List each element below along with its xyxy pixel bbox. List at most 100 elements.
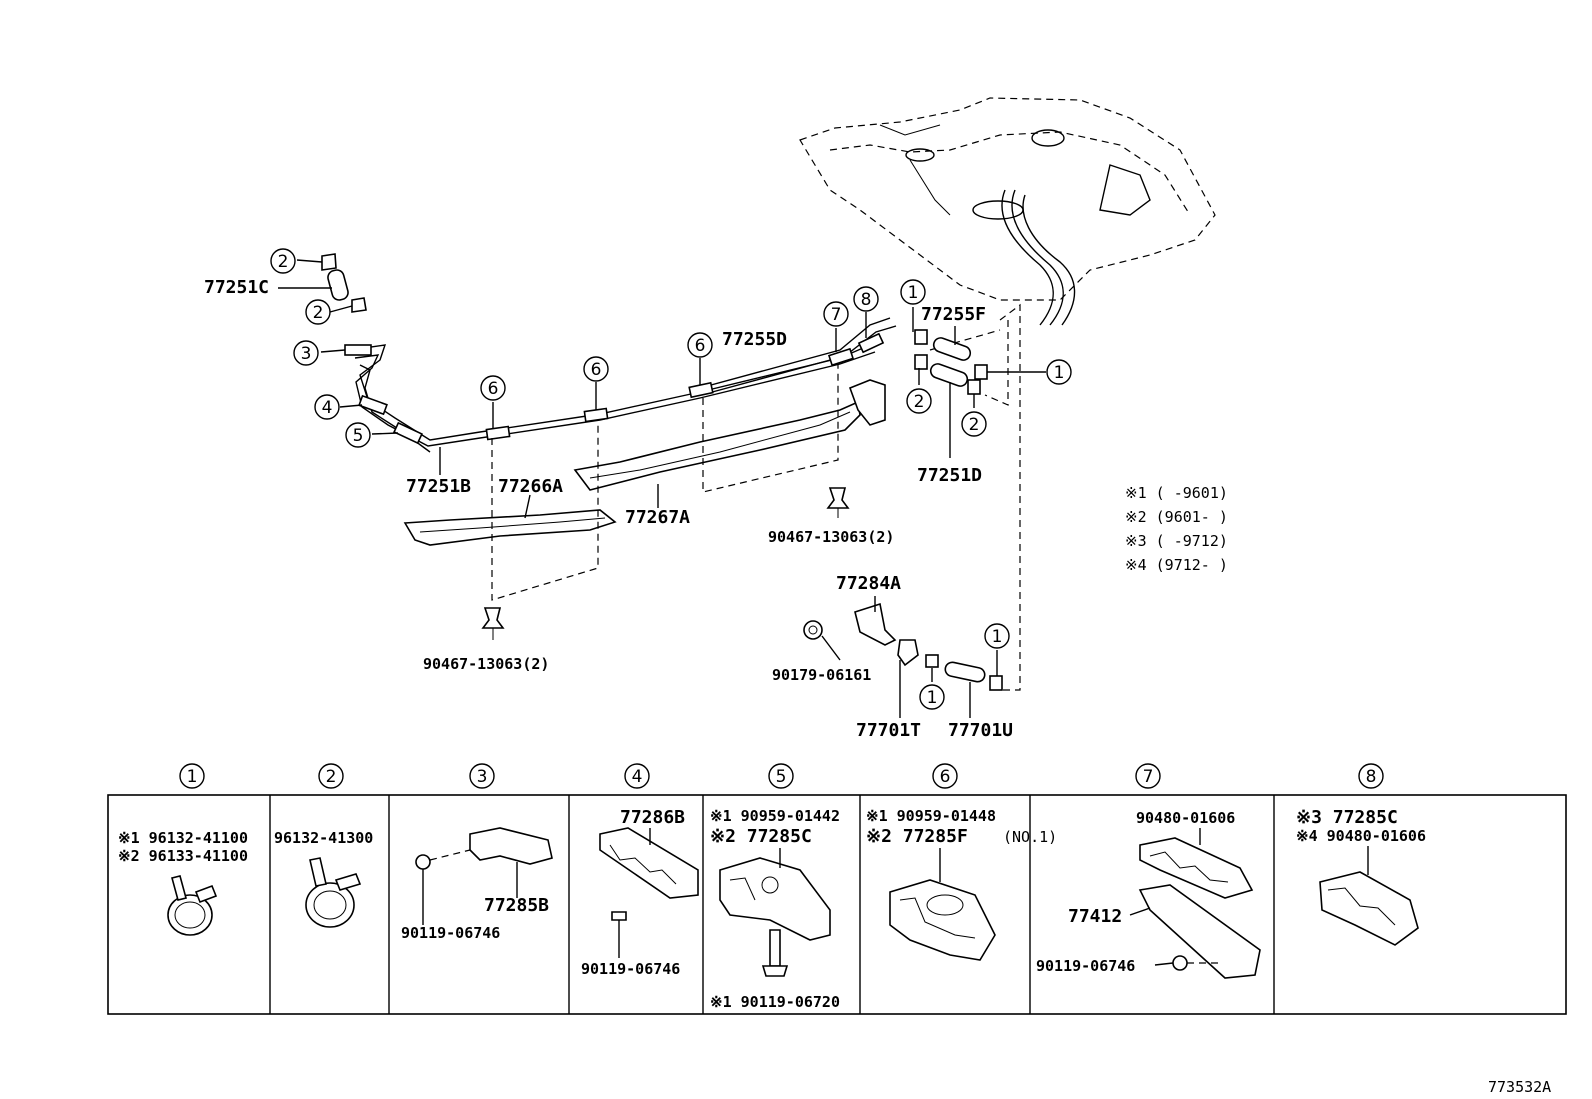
callout-1: 1 [1046, 359, 1072, 385]
part-labels: 77251C 77251B 77266A 77267A 77255D 77255… [204, 277, 1013, 741]
fuel-tank [799, 97, 1216, 326]
label-77251B: 77251B [406, 476, 471, 497]
svg-text:90480-01606: 90480-01606 [1136, 809, 1235, 827]
header-7: 7 [1135, 763, 1161, 789]
svg-text:8: 8 [861, 290, 872, 310]
svg-text:1: 1 [908, 283, 919, 303]
label-77701U: 77701U [948, 720, 1013, 741]
clip-90467-b [481, 607, 505, 640]
svg-text:2: 2 [313, 303, 324, 323]
callout-8: 8 [853, 286, 879, 312]
hose-clamp-icon [167, 875, 218, 936]
svg-text:2: 2 [326, 767, 337, 787]
svg-text:90119-06746: 90119-06746 [581, 960, 680, 978]
callout-1: 1 [900, 279, 926, 305]
svg-text:6: 6 [488, 379, 499, 399]
svg-text:※4 90480-01606: ※4 90480-01606 [1296, 827, 1426, 845]
callout-1: 1 [984, 623, 1010, 649]
callout-7: 7 [823, 301, 849, 327]
svg-text:※1 90959-01442: ※1 90959-01442 [710, 807, 840, 825]
protector-77267A [573, 379, 886, 491]
header-6: 6 [932, 763, 958, 789]
legend-line-3: ※3 ( -9712) [1125, 532, 1228, 550]
bracket-77284A [803, 602, 1003, 691]
label-77251D: 77251D [917, 465, 982, 486]
callout-3: 3 [293, 340, 319, 366]
table-cell-3: 77285B 90119-06746 [401, 827, 553, 942]
clamp-90480-icon [1139, 837, 1254, 899]
svg-text:※2 77285F: ※2 77285F [866, 826, 968, 847]
svg-text:3: 3 [477, 767, 488, 787]
label-77255D: 77255D [722, 329, 787, 350]
line-clamps [344, 332, 885, 445]
figure-id: 773532A [1488, 1078, 1551, 1096]
header-4: 4 [624, 763, 650, 789]
svg-text:4: 4 [632, 767, 643, 787]
svg-text:※1 90119-06720: ※1 90119-06720 [710, 993, 840, 1011]
callout-1: 1 [919, 684, 945, 710]
svg-text:3: 3 [301, 344, 312, 364]
label-77267A: 77267A [625, 507, 690, 528]
svg-text:77286B: 77286B [620, 807, 685, 828]
clamp-90480-icon [1319, 871, 1419, 946]
bracket-77412-icon [1138, 884, 1261, 979]
bracket-77286B-icon [599, 827, 699, 899]
svg-text:1: 1 [992, 627, 1003, 647]
protector-77266A [403, 509, 617, 546]
svg-text:※2 77285C: ※2 77285C [710, 826, 812, 847]
svg-text:7: 7 [1143, 767, 1154, 787]
hose-clamp-icon [305, 857, 362, 928]
svg-text:※1 96132-41100: ※1 96132-41100 [118, 829, 248, 847]
callout-6: 6 [583, 356, 609, 382]
leader-dashes [491, 303, 1021, 691]
header-5: 5 [768, 763, 794, 789]
table-cell-4: 77286B 90119-06746 [581, 807, 699, 978]
clamp-77285C-icon [719, 857, 831, 941]
svg-text:7: 7 [831, 305, 842, 325]
header-3: 3 [469, 763, 495, 789]
svg-text:(NO.1): (NO.1) [1003, 828, 1057, 846]
label-77284A: 77284A [836, 573, 901, 594]
svg-text:77285B: 77285B [484, 895, 549, 916]
svg-text:1: 1 [927, 688, 938, 708]
svg-text:96132-41300: 96132-41300 [274, 829, 373, 847]
clamp-77285F-icon [889, 879, 996, 961]
svg-text:2: 2 [278, 252, 289, 272]
hose-77251C [321, 253, 367, 313]
header-8: 8 [1358, 763, 1384, 789]
svg-text:※3 77285C: ※3 77285C [1296, 807, 1398, 828]
legend: ※1 ( -9601) ※2 (9601- ) ※3 ( -9712) ※4 (… [1125, 484, 1228, 574]
clip-90467-a [826, 487, 850, 518]
svg-text:※1 90959-01448: ※1 90959-01448 [866, 807, 996, 825]
svg-text:1: 1 [1054, 363, 1065, 383]
hose-77251D [914, 354, 981, 395]
svg-text:5: 5 [776, 767, 787, 787]
callout-5: 5 [345, 422, 371, 448]
legend-line-1: ※1 ( -9601) [1125, 484, 1228, 502]
callout-6: 6 [687, 332, 713, 358]
label-77255F: 77255F [921, 304, 986, 325]
label-77701T: 77701T [856, 720, 921, 741]
label-90467-a: 90467-13063(2) [768, 528, 894, 546]
label-leaders [278, 259, 1046, 718]
svg-text:6: 6 [940, 767, 951, 787]
table-cell-6: ※1 90959-01448 ※2 77285F (NO.1) [866, 807, 1057, 961]
svg-text:8: 8 [1366, 767, 1377, 787]
label-77266A: 77266A [498, 476, 563, 497]
detail-table: 1 2 3 4 5 6 7 8 ※1 96132-41100 ※2 96133-… [107, 763, 1567, 1015]
table-cell-5: ※1 90959-01442 ※2 77285C ※1 90119-06720 [710, 807, 840, 1011]
callout-4: 4 [314, 394, 340, 420]
label-90467-b: 90467-13063(2) [423, 655, 549, 673]
svg-text:5: 5 [353, 426, 364, 446]
legend-line-2: ※2 (9601- ) [1125, 508, 1228, 526]
callout-2: 2 [961, 411, 987, 437]
table-cell-8: ※3 77285C ※4 90480-01606 [1296, 807, 1426, 946]
clamp-77285B-icon [415, 827, 553, 870]
callout-6: 6 [480, 375, 506, 401]
svg-text:6: 6 [695, 336, 706, 356]
table-cell-1: ※1 96132-41100 ※2 96133-41100 [118, 829, 248, 936]
svg-text:90119-06746: 90119-06746 [1036, 957, 1135, 975]
table-cell-7: 90480-01606 77412 90119-06746 [1036, 809, 1261, 979]
svg-text:4: 4 [322, 398, 333, 418]
